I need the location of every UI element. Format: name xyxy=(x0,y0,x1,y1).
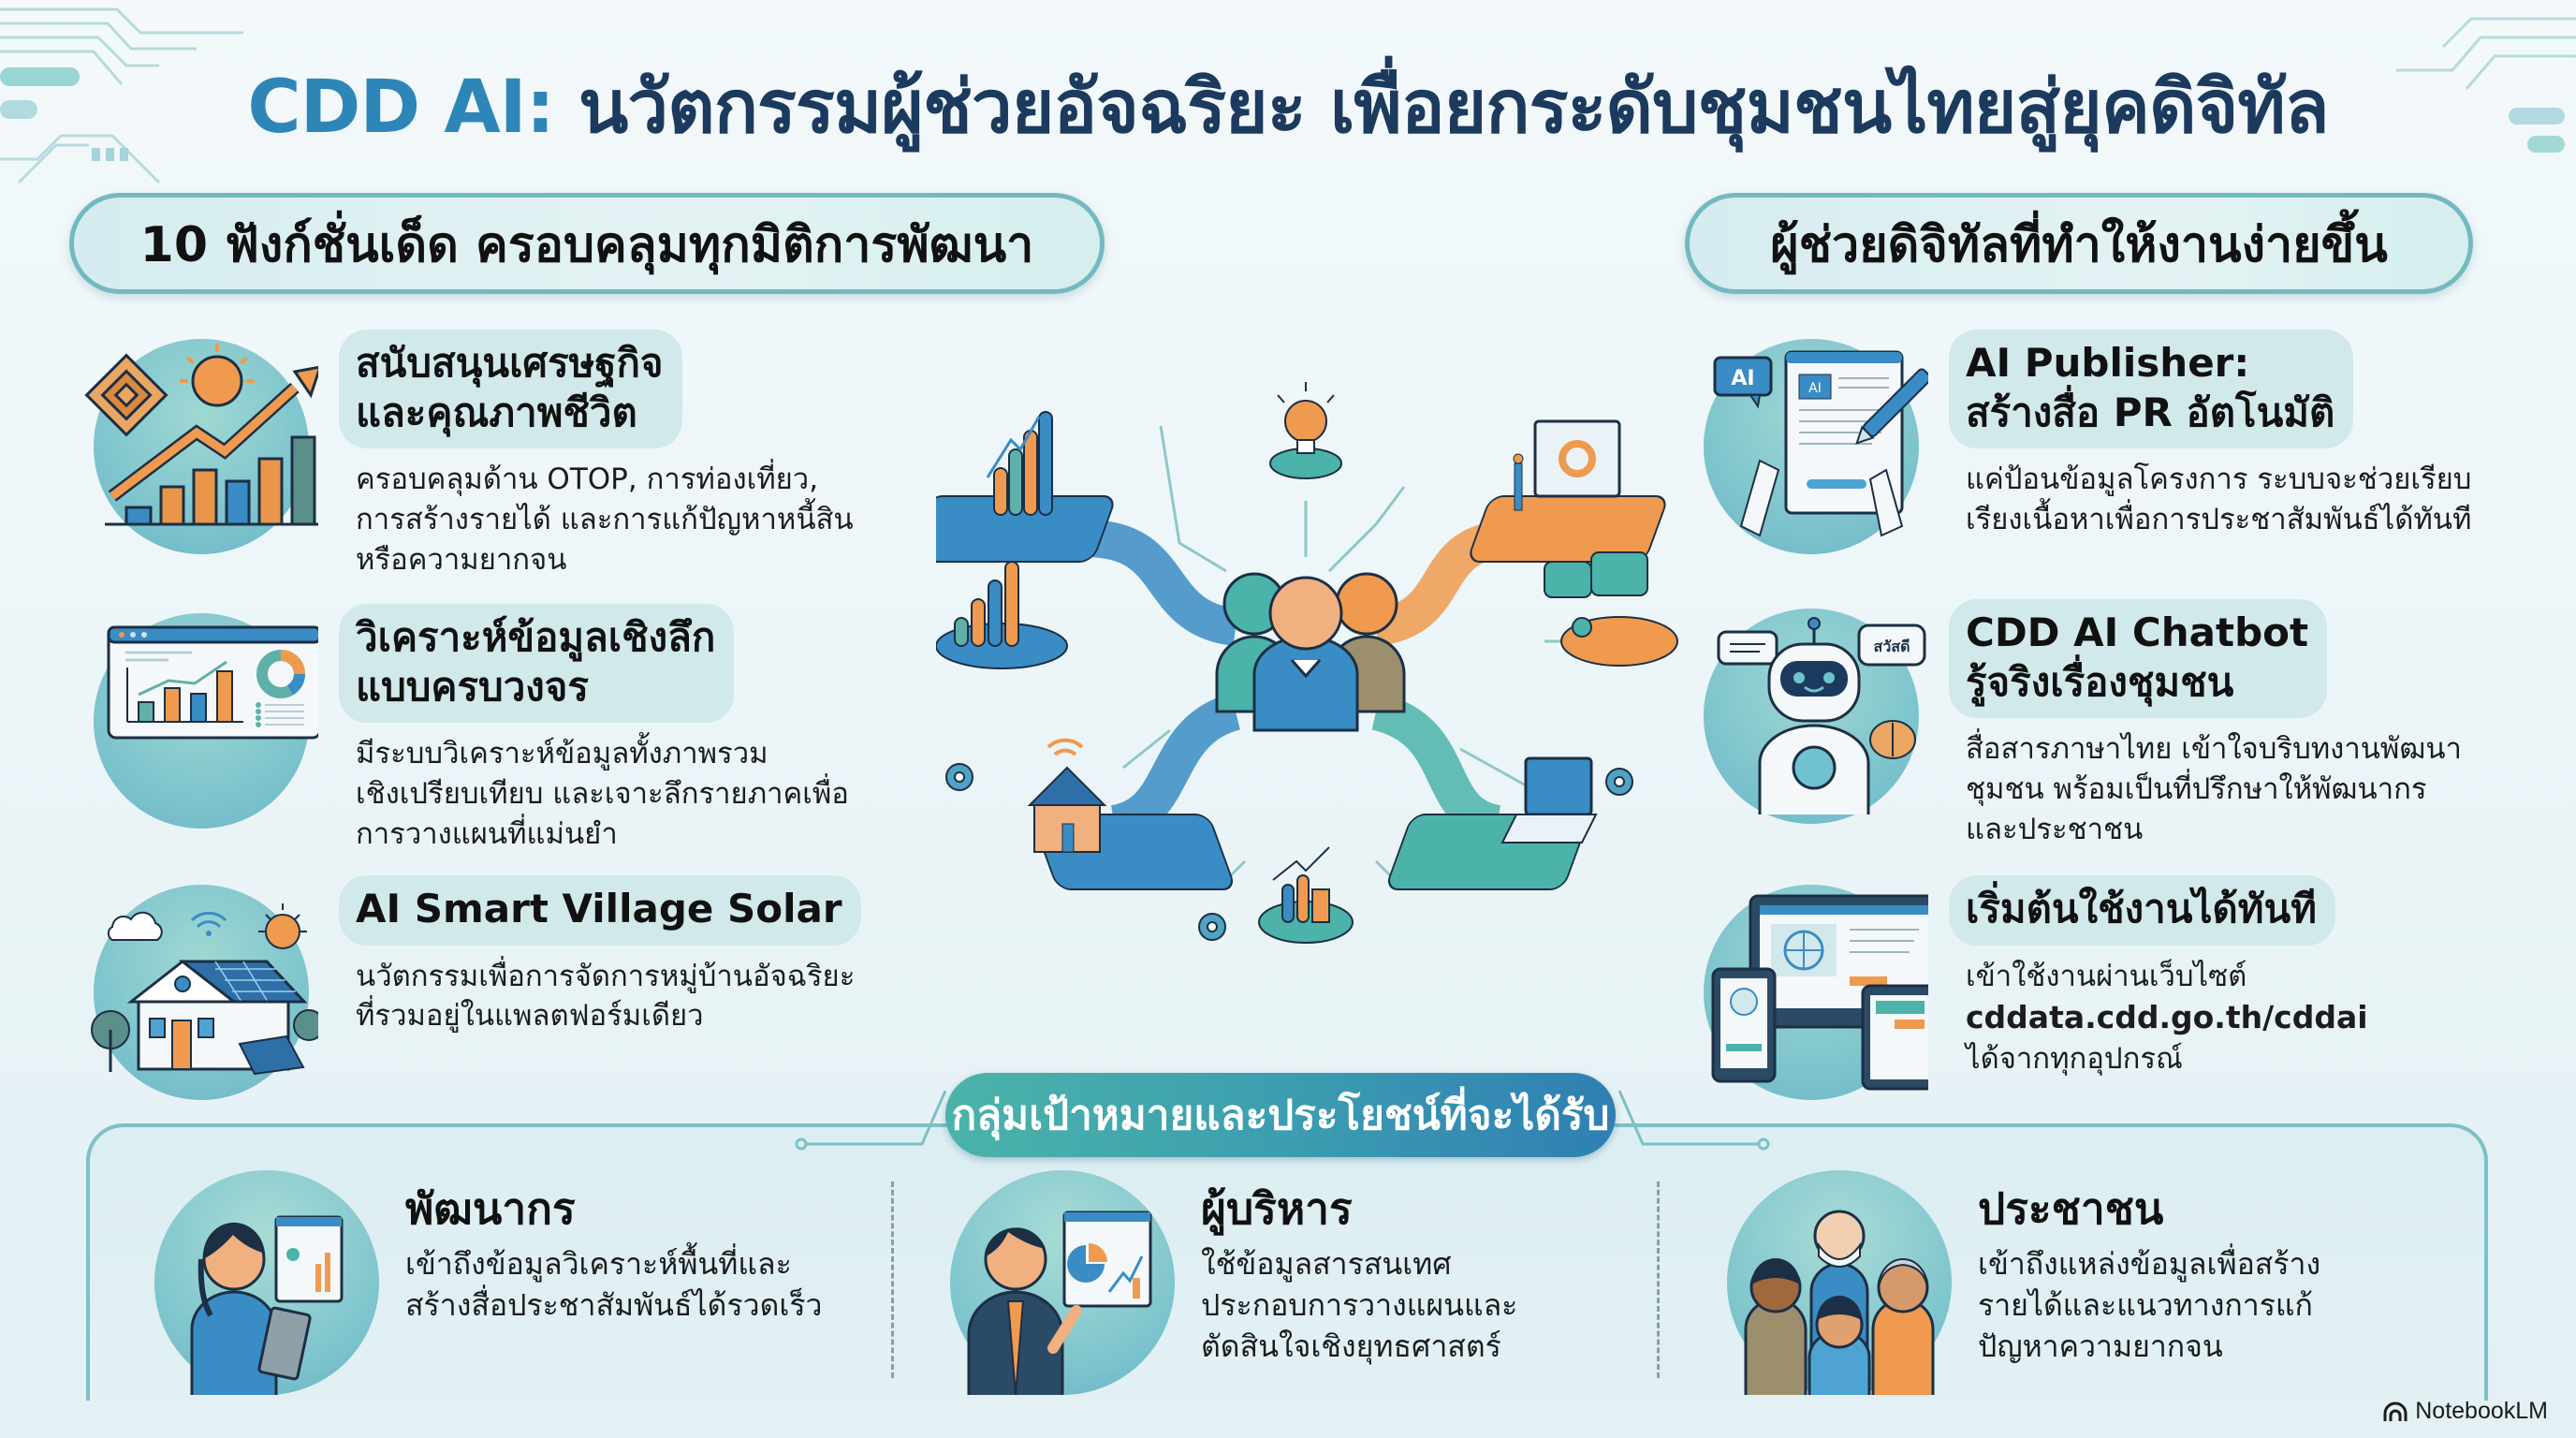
target-description: ใช้ข้อมูลสารสนเทศ ประกอบการวางแผนและ ตัด… xyxy=(1201,1245,1518,1365)
feature-description: มีระบบวิเคราะห์ข้อมูลทั้งภาพรวม เชิงเปรี… xyxy=(356,737,849,851)
target-description: เข้าถึงแหล่งข้อมูลเพื่อสร้าง รายได้และแน… xyxy=(1978,1245,2321,1365)
feature-description: สื่อสารภาษาไทย เข้าใจบริบทงานพัฒนา ชุมชน… xyxy=(1966,732,2462,846)
citizens-group-avatar xyxy=(1727,1170,1952,1395)
target-title: ประชาชน xyxy=(1978,1183,2164,1234)
analytics-dashboard-icon xyxy=(75,604,318,838)
feature-heading: เริ่มต้นใช้งานได้ทันที xyxy=(1949,875,2335,946)
page-title: CDD AI: นวัตกรรมผู้ช่วยอัจฉริยะ เพื่อยกร… xyxy=(0,49,2576,165)
left-section-header: 10 ฟังก์ชั่นเด็ด ครอบคลุมทุกมิติการพัฒนา xyxy=(69,193,1105,294)
solar-smart-house-icon xyxy=(75,875,318,1109)
target-title: ผู้บริหาร xyxy=(1201,1183,1353,1234)
feature-description: นวัตกรรมเพื่อการจัดการหมู่บ้านอัจฉริยะ ท… xyxy=(356,959,856,1034)
divider xyxy=(1657,1181,1660,1378)
target-executive: ผู้บริหาร ใช้ข้อมูลสารสนเทศ ประกอบการวาง… xyxy=(950,1170,1517,1395)
title-text: นวัตกรรมผู้ช่วยอัจฉริยะ เพื่อยกระดับชุมช… xyxy=(553,66,2330,150)
feature-description: แค่ป้อนข้อมูลโครงการ ระบบจะช่วยเรียบ เรี… xyxy=(1966,462,2472,536)
desc-line-website: เข้าใช้งานผ่านเว็บไซต์ xyxy=(1966,959,2247,993)
title-brand: CDD AI: xyxy=(247,66,554,150)
executive-presenting-chart-avatar xyxy=(950,1170,1175,1395)
target-developer: พัฒนากร เข้าถึงข้อมูลวิเคราะห์พื้นที่และ… xyxy=(154,1170,822,1395)
ai-doc-label: AI xyxy=(1808,381,1822,396)
economy-growth-chart-icon xyxy=(75,330,318,564)
feature-heading: AI Publisher: สร้างสื่อ PR อัตโนมัติ xyxy=(1949,330,2354,448)
developer-woman-tablet-avatar xyxy=(154,1170,379,1395)
ai-badge-text: AI xyxy=(1731,367,1754,390)
feature-heading: สนับสนุนเศรษฐกิจ และคุณภาพชีวิต xyxy=(339,330,682,448)
feature-ai-publisher: AI AI AI Publisher: สร้างสื่อ PR อัตโนมั… xyxy=(1685,330,2471,564)
feature-analytics: วิเคราะห์ข้อมูลเชิงลึก แบบครบวงจร มีระบบ… xyxy=(75,604,849,854)
feature-heading: CDD AI Chatbot รู้จริงเรื่องชุมชน xyxy=(1949,599,2328,718)
target-description: เข้าถึงข้อมูลวิเคราะห์พื้นที่และ สร้างสื… xyxy=(405,1245,823,1323)
community-network-hub-illustration xyxy=(908,374,1685,983)
feature-chatbot: สวัสดี CDD AI Chatbot รู้จริงเรื่องชุมชน… xyxy=(1685,599,2462,849)
feature-smart-village: AI Smart Village Solar นวัตกรรมเพื่อการจ… xyxy=(75,875,861,1109)
chatbot-robot-icon: สวัสดี xyxy=(1685,599,1928,833)
footer-brand-text: NotebookLM xyxy=(2415,1398,2548,1424)
desc-line-devices: ได้จากทุกอุปกรณ์ xyxy=(1966,1041,2183,1076)
target-title: พัฒนากร xyxy=(405,1183,576,1234)
feature-description: ครอบคลุมด้าน OTOP, การท่องเที่ยว, การสร้… xyxy=(356,462,854,577)
ai-publisher-document-pen-icon: AI AI xyxy=(1685,330,1928,564)
feature-heading: AI Smart Village Solar xyxy=(339,875,861,946)
chatbot-bubble-text: สวัสดี xyxy=(1874,638,1910,655)
multi-device-web-icon xyxy=(1685,875,1928,1109)
notebooklm-watermark: NotebookLM xyxy=(2383,1398,2548,1425)
feature-get-started: เริ่มต้นใช้งานได้ทันที เข้าใช้งานผ่านเว็… xyxy=(1685,875,2368,1109)
feature-economy: สนับสนุนเศรษฐกิจ และคุณภาพชีวิต ครอบคลุม… xyxy=(75,330,854,580)
divider xyxy=(891,1181,894,1378)
feature-heading: วิเคราะห์ข้อมูลเชิงลึก แบบครบวงจร xyxy=(339,604,735,723)
right-section-header: ผู้ช่วยดิจิทัลที่ทำให้งานง่ายขึ้น xyxy=(1685,193,2473,294)
target-groups-panel xyxy=(86,1123,2488,1401)
target-citizens: ประชาชน เข้าถึงแหล่งข้อมูลเพื่อสร้าง ราย… xyxy=(1727,1170,2320,1395)
website-url-link[interactable]: cddata.cdd.go.th/cddai xyxy=(1966,999,2368,1036)
feature-description: เข้าใช้งานผ่านเว็บไซต์ cddata.cdd.go.th/… xyxy=(1949,957,2368,1079)
target-groups-header: กลุ่มเป้าหมายและประโยชน์ที่จะได้รับ xyxy=(945,1073,1616,1157)
notebooklm-logo-icon xyxy=(2383,1401,2408,1421)
